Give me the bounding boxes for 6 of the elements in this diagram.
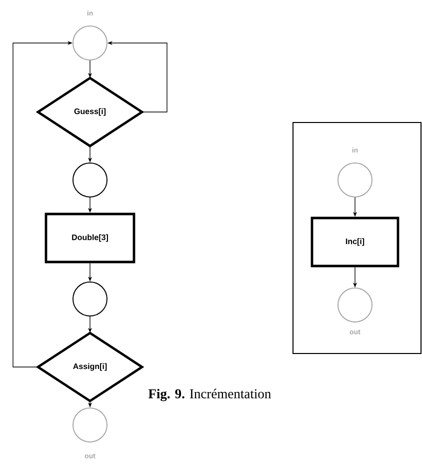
place-circle [72,282,108,316]
process-box: Double[3] [44,212,136,264]
place-circle [72,162,108,198]
caption: Fig. 9. Incrémentation [148,388,271,402]
process-box: Inc[i] [310,216,400,268]
panel-box [292,122,422,354]
